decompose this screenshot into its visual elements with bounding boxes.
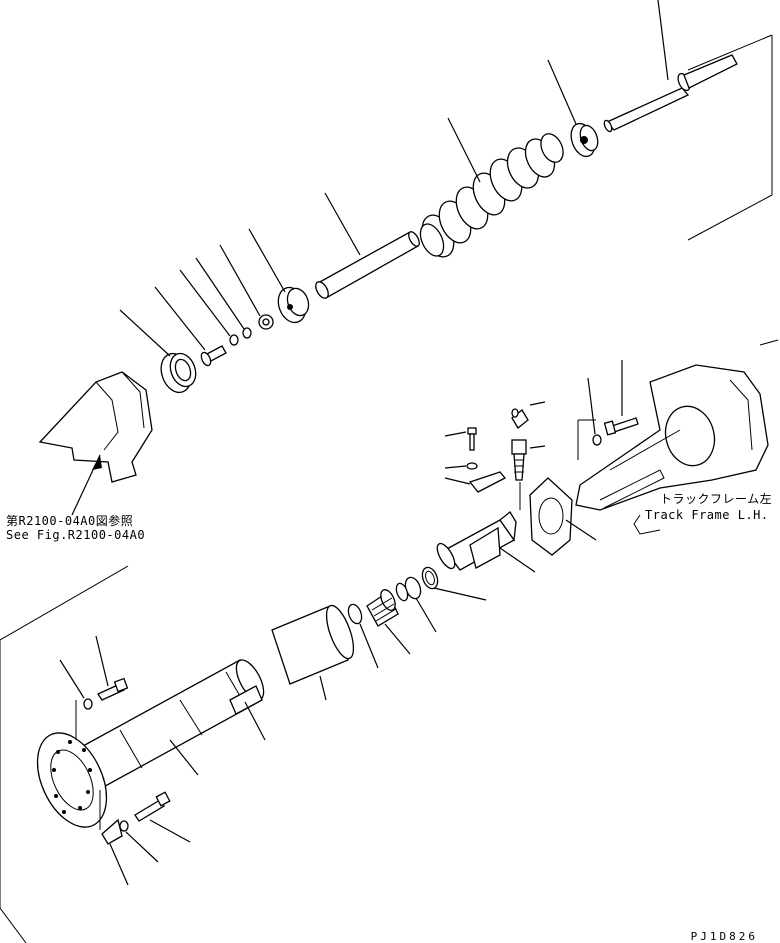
bushing-part [119, 309, 197, 394]
tube-washer-upper-part [59, 659, 93, 710]
reference-label-en: See Fig.R2100-04A0 [6, 528, 146, 542]
reference-label-jp: 第R2100-04A0図参照 [6, 514, 134, 528]
tube-washer-lower-part [119, 820, 159, 863]
track-frame-label-jp: トラックフレーム左 [660, 492, 773, 506]
cylinder-tube-part [71, 659, 266, 791]
nut-part [219, 244, 274, 330]
recoil-spring-part [419, 117, 564, 258]
valve-clip-part [444, 471, 507, 493]
bolt-part [154, 286, 227, 367]
lock-washer-part [195, 257, 252, 339]
washer-part [179, 269, 239, 346]
cylinder-part [436, 511, 536, 573]
retaining-ring-part [421, 566, 487, 601]
tube-bolt-lower-part [134, 791, 191, 843]
grease-fitting-part [511, 401, 546, 429]
flange-nut-part [547, 59, 599, 158]
reference-bracket-part [38, 371, 153, 516]
lower-section-border [0, 419, 596, 943]
frame-bolt-part [603, 360, 639, 436]
valve-washer-part [444, 462, 478, 470]
valve-body-part [511, 439, 546, 481]
drawing-code: PJ1D826 [690, 930, 758, 943]
piston-part [366, 589, 411, 655]
valve-bolt-part [444, 427, 477, 451]
frame-washer-part [587, 377, 602, 446]
seal-ring-part [404, 576, 437, 633]
tube-flange-part [36, 732, 108, 828]
frame-flange-part [529, 477, 597, 556]
rod-part [603, 0, 738, 133]
tube-clip-part [101, 818, 129, 886]
boot-part [271, 604, 355, 701]
tube-bolt-upper-part [95, 635, 129, 701]
spacer-tube-part [315, 192, 420, 299]
o-ring-part [347, 603, 379, 669]
upper-section-border [687, 34, 773, 241]
frame-label-leader [633, 514, 661, 535]
track-frame-part [575, 339, 779, 511]
wiper-ring-part [395, 582, 409, 602]
spring-seat-part [248, 228, 310, 324]
track-frame-label-en: Track Frame L.H. [645, 508, 769, 522]
